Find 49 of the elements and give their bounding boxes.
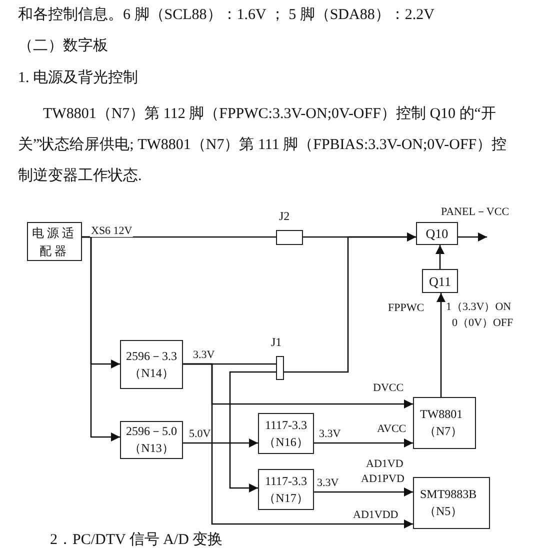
arrow [229,371,276,492]
section-heading: 2．PC/DTV 信号 A/D 变换 [50,530,223,549]
arrow [436,245,444,269]
designator: （N5） [424,503,463,520]
designator: （N14） [129,364,174,382]
designator: （N7） [424,423,463,440]
part-number: Q11 [429,272,451,290]
arrow [183,363,413,528]
part-number: 2596－5.0 [126,423,177,440]
module-box [416,222,458,245]
module-box [422,269,458,293]
body-text: TW8801（N7）第 112 脚（FPPWC:3.3V-ON;0V-OFF）控制 Q10 的“开关”状态给屏供电; TW8801（N7）第 111 脚（FPBIAS:3.3V-ON;0V-OFF）控制逆变器工作状态. [18,104,508,186]
part-number: 1117-3.3 [264,472,308,490]
arrow [82,236,120,442]
part-number: TW8801 [420,406,463,423]
box-label: 电源适配器 [31,224,78,260]
arrow [314,488,413,496]
edge-label: XS6 12V [90,225,134,237]
edge-label: AD1VDD [352,509,400,521]
jumper-label: J1 [271,335,282,350]
voltage-label: 3.3V [319,428,341,440]
voltage-label: 5.0V [189,428,211,440]
section-heading: （二）数字板 [18,36,108,55]
arrow [314,438,413,448]
edge-label: AD1PVD [360,473,406,485]
voltage-label: 3.3V [193,349,215,361]
edge-label: FPPWC [387,302,426,314]
voltage-label: 3.3V [317,477,339,489]
arrow [436,293,446,397]
part-number: 1117-3.3 [264,416,308,434]
signal-label: 0（0V）OFF [452,316,514,330]
signal-label: AD1VD [366,458,404,470]
edge-label: AVCC [376,423,408,435]
chip-box [413,477,490,529]
designator: （N13） [129,440,174,457]
section-heading: 1. 电源及背光控制 [18,68,138,87]
chip-box [413,397,476,449]
part-number: Q10 [426,225,448,242]
arrow [284,232,416,373]
body-text: 和各控制信息。6 脚（SCL88）：1.6V ； 5 脚（SDA88）：2.2V [18,6,434,24]
part-number: SMT9883B [420,486,477,503]
arrow [458,232,487,242]
designator: （N16） [264,434,308,450]
jumper-label: J2 [279,209,290,224]
designator: （N17） [264,490,308,506]
arrow [183,438,258,448]
signal-label: 1（3.3V）ON [446,300,512,314]
part-number: 2596－3.3 [126,348,177,364]
edge-label: DVCC [372,382,405,394]
